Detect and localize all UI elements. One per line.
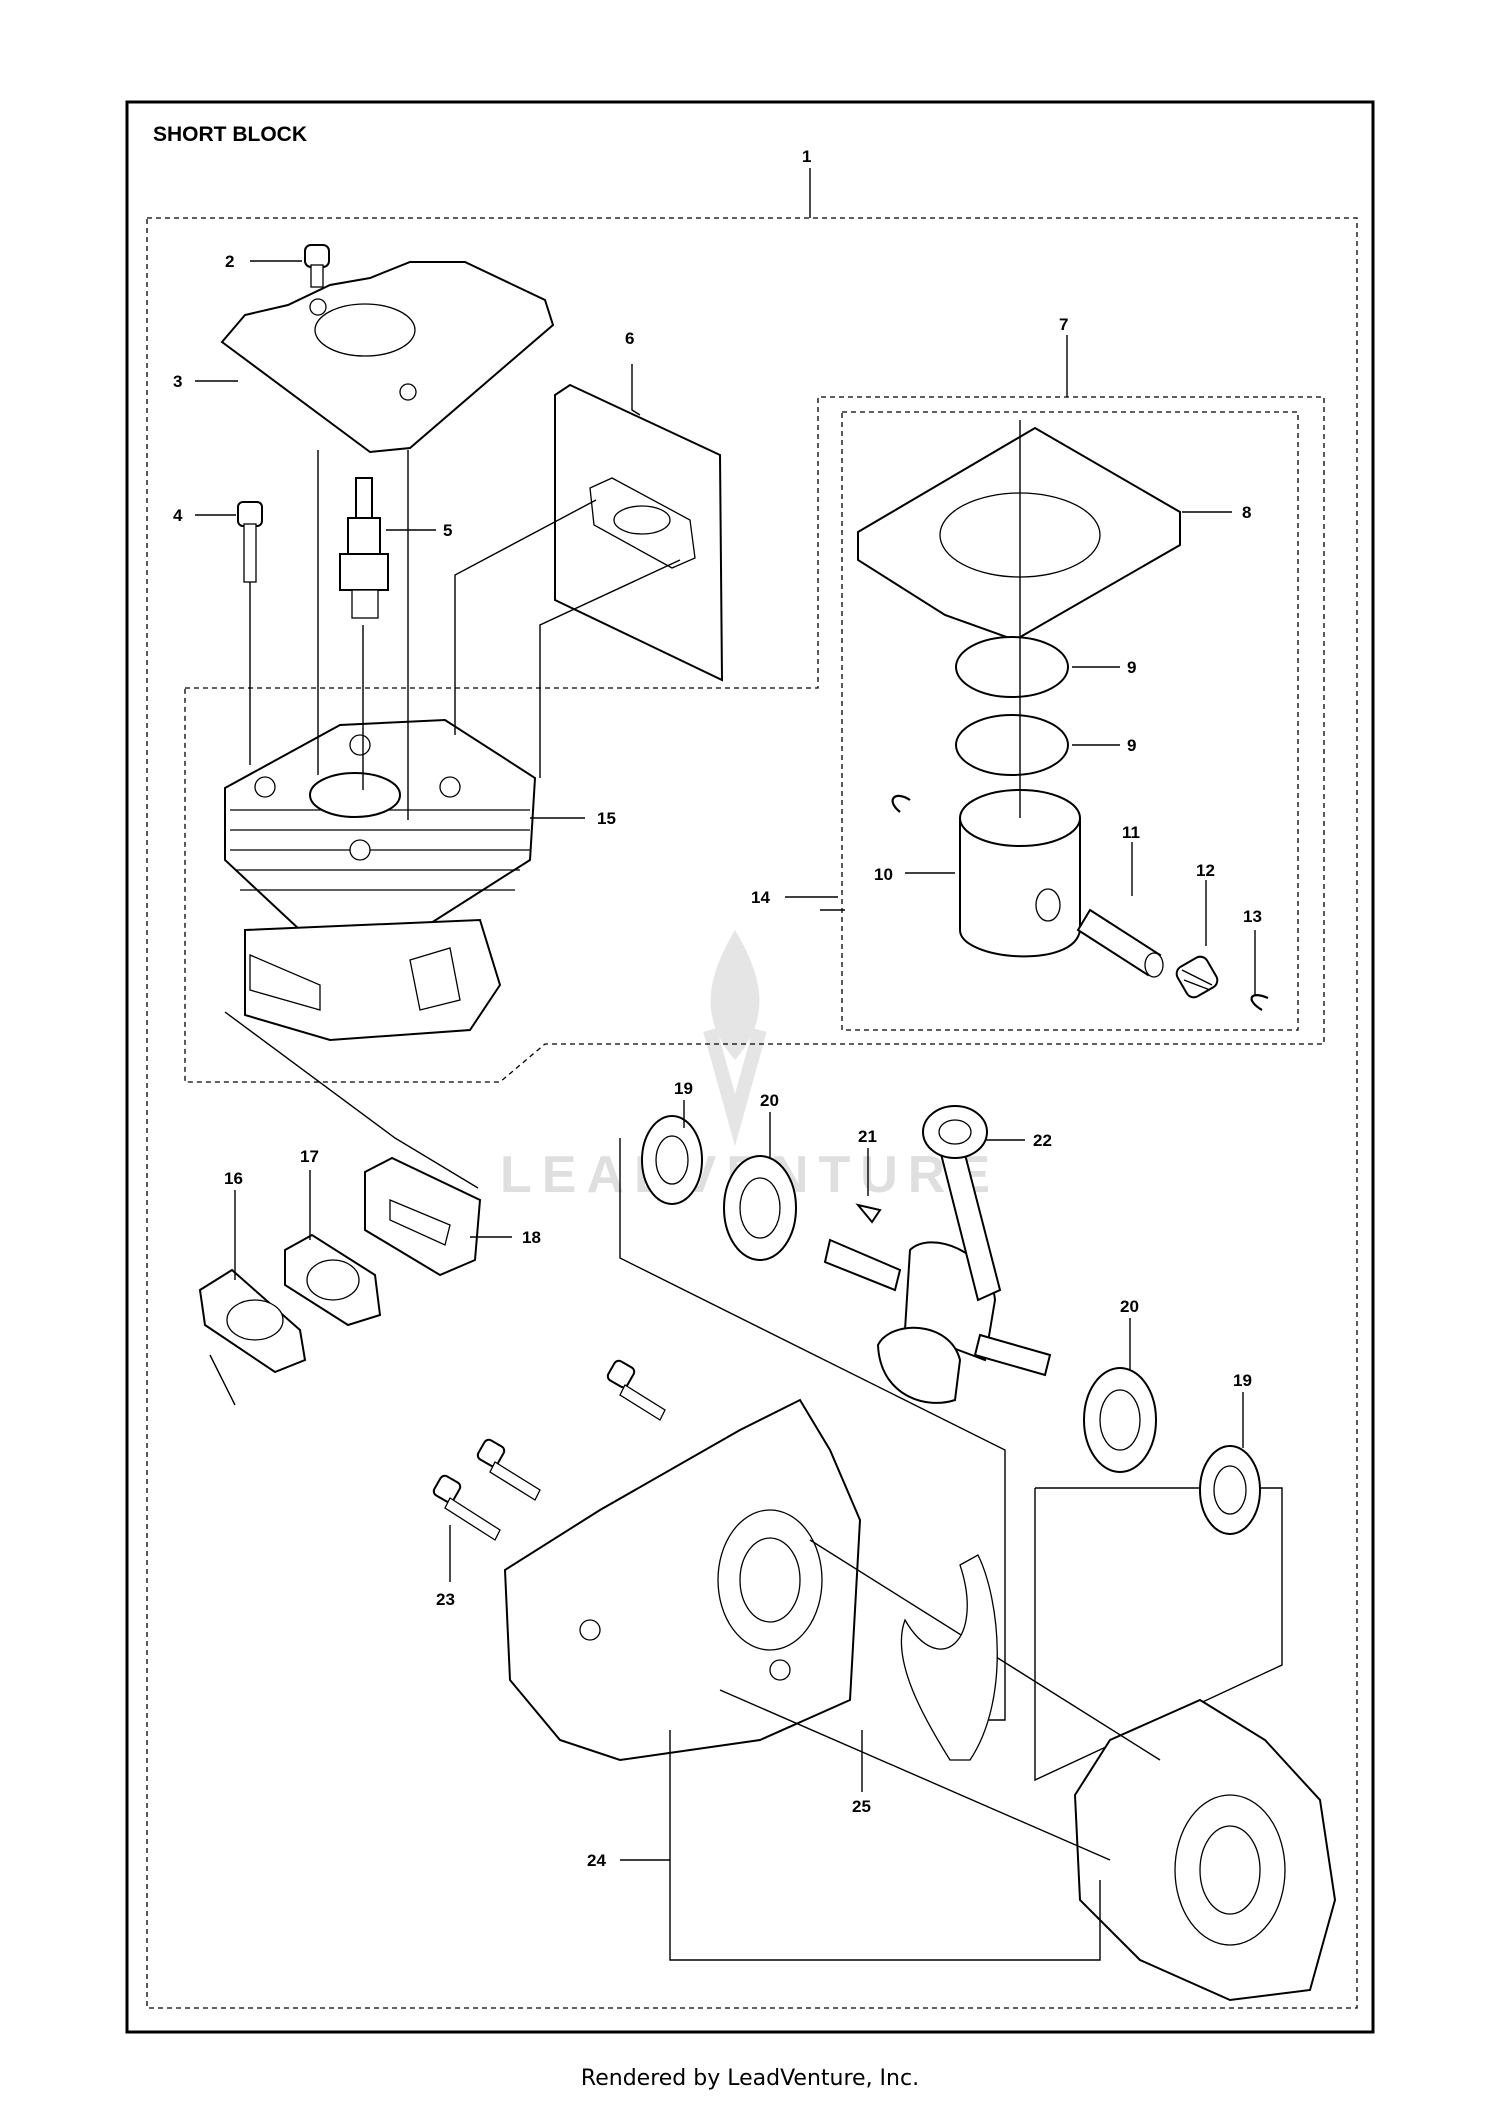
part-number-1: 1	[802, 147, 811, 166]
crank-seal-left	[641, 1115, 703, 1205]
piston-subkit-outline	[841, 411, 1299, 1031]
piston-ring-lower	[955, 714, 1069, 776]
part-number-5: 5	[443, 521, 452, 540]
part-number-20-right: 20	[1120, 1297, 1139, 1316]
part-number-19-left: 19	[674, 1079, 693, 1098]
crankcase-right-half	[1073, 1698, 1337, 2002]
intake-gasket-17	[284, 1233, 382, 1327]
cylinder-bolt	[237, 501, 263, 583]
cylinder-gasket	[857, 426, 1181, 642]
piston-ring-upper	[955, 636, 1069, 698]
intake-gasket-16	[198, 1268, 307, 1374]
diagram-frame	[125, 100, 1375, 2034]
part-number-21: 21	[858, 1127, 877, 1146]
crankcase-bolts	[432, 1359, 666, 1541]
part-number-24: 24	[587, 1851, 606, 1870]
part-number-12: 12	[1196, 861, 1215, 880]
part-number-6: 6	[625, 329, 634, 348]
crank-bearing-right	[1083, 1367, 1157, 1473]
part-number-18: 18	[522, 1228, 541, 1247]
intake-gasket-18	[364, 1156, 482, 1277]
short-block-kit-outline	[146, 217, 1358, 2009]
part-number-17: 17	[300, 1147, 319, 1166]
part-number-15: 15	[597, 809, 616, 828]
part-number-19-right: 19	[1233, 1371, 1252, 1390]
crankcase-left-half	[503, 1398, 862, 1762]
part-number-14: 14	[751, 888, 770, 907]
part-number-10: 10	[874, 865, 893, 884]
part-number-23: 23	[436, 1590, 455, 1609]
part-number-9-upper: 9	[1127, 658, 1136, 677]
spark-plug	[339, 477, 389, 619]
crankshaft	[823, 1105, 1052, 1404]
crank-bearing-left	[723, 1155, 797, 1261]
part-number-22: 22	[1033, 1131, 1052, 1150]
heat-shield-sheet	[554, 383, 724, 682]
crank-seal-right	[1199, 1445, 1261, 1535]
retainer-clip	[1250, 994, 1269, 1011]
woodruff-key	[855, 1203, 882, 1224]
part-number-11: 11	[1122, 823, 1140, 842]
needle-bearing	[1175, 955, 1219, 999]
cylinder	[224, 718, 537, 1042]
part-number-25: 25	[852, 1797, 871, 1816]
part-number-7: 7	[1059, 315, 1068, 334]
part-number-16: 16	[224, 1169, 243, 1188]
piston-pin	[1076, 908, 1164, 978]
part-number-9-lower: 9	[1127, 736, 1136, 755]
cylinder-cover-plate	[220, 261, 555, 454]
part-number-13: 13	[1243, 907, 1262, 926]
part-number-20-left: 20	[760, 1091, 779, 1110]
footer-credit: Rendered by LeadVenture, Inc.	[581, 2066, 919, 2091]
part-number-2: 2	[225, 252, 234, 271]
piston-clip	[891, 794, 911, 813]
part-number-labels: 1 2 3 4 5 6 7 8 9 9 10 11 12 13 14 15 16…	[173, 147, 1262, 1870]
piston-kit-outline	[184, 396, 1325, 1083]
part-number-4: 4	[173, 506, 183, 525]
part-number-3: 3	[173, 372, 182, 391]
crankcase-gasket	[900, 1554, 998, 1761]
diagram-title: SHORT BLOCK	[153, 123, 307, 146]
screw-part	[304, 244, 330, 288]
piston	[959, 789, 1081, 958]
part-number-8: 8	[1242, 503, 1251, 522]
